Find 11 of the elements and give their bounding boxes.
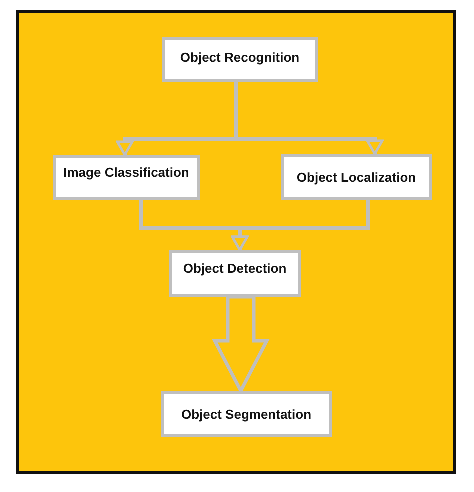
- node-label: Object Recognition: [180, 50, 300, 66]
- process-box: [281, 154, 432, 200]
- arrow: [231, 200, 370, 252]
- node-label: Object Localization: [296, 170, 416, 186]
- node-label: Object Segmentation: [181, 407, 312, 423]
- process-box: [162, 37, 318, 82]
- node-label: Object Detection: [183, 261, 287, 277]
- node-label: Image Classification: [64, 165, 190, 181]
- process-box: [169, 250, 301, 297]
- process-box: [53, 155, 200, 200]
- process-box: [161, 391, 332, 437]
